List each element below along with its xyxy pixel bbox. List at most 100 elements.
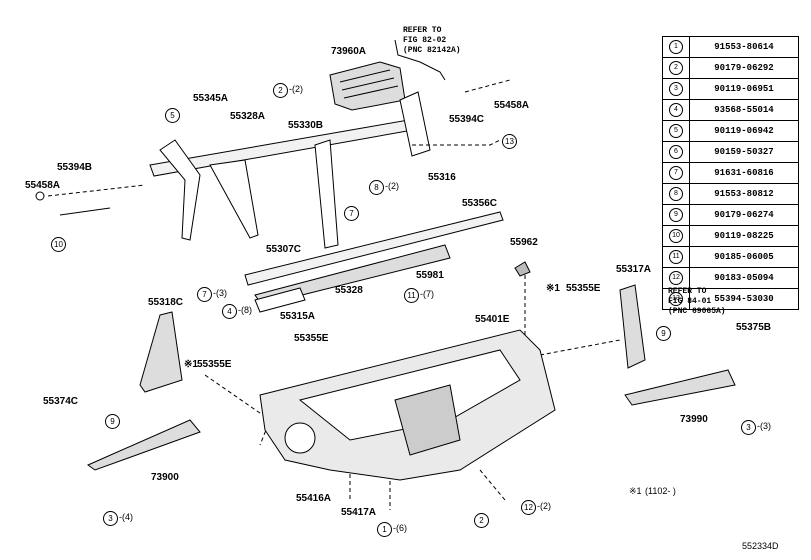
legend-number: 12 <box>669 271 683 285</box>
qty-3-right: -(3) <box>757 421 771 431</box>
part-label-55375b: 55375B <box>736 322 772 333</box>
note-mark-right: ※1 <box>546 283 560 294</box>
legend-row: 11 90185-06005 <box>662 246 799 268</box>
part-label-55328a: 55328A <box>230 111 266 122</box>
legend-number-cell: 1 <box>662 36 690 58</box>
legend-number-cell: 9 <box>662 204 690 226</box>
part-label-55458a-left: 55458A <box>25 180 61 191</box>
legend-number-cell: 13 <box>662 288 690 310</box>
legend-part-number: 90119-06951 <box>689 78 799 100</box>
part-label-55330b: 55330B <box>288 120 324 131</box>
legend-part-number: 91553-80614 <box>689 36 799 58</box>
qty-4: -(8) <box>238 305 252 315</box>
refer-fig82-line3: (PNC 82142A) <box>403 46 461 55</box>
wire-harness-shape <box>394 39 446 81</box>
note-mark-left: ※1 <box>184 359 198 370</box>
legend-number: 10 <box>669 229 683 243</box>
part-label-55328: 55328 <box>335 285 363 296</box>
legend-part-number: 90159-50327 <box>689 141 799 163</box>
callout-11: 11 <box>404 288 419 303</box>
legend-row: 13 55394-53030 <box>662 288 799 310</box>
part-label-55981: 55981 <box>416 270 444 281</box>
illustration-id: 552334D <box>742 541 779 551</box>
side-panel-right-shape <box>619 284 646 369</box>
lower-cover-right-shape <box>624 369 736 406</box>
refer-fig82-line1: REFER TO <box>403 26 442 35</box>
part-label-55401e: 55401E <box>475 314 510 325</box>
qty-12: -(2) <box>537 501 551 511</box>
callout-5-top: 5 <box>165 108 180 123</box>
legend-number: 3 <box>669 82 683 96</box>
legend-number: 11 <box>669 250 683 264</box>
legend-number: 8 <box>669 187 683 201</box>
legend-number-cell: 3 <box>662 78 690 100</box>
part-label-55307c: 55307C <box>266 244 302 255</box>
legend-number-cell: 5 <box>662 120 690 142</box>
refer-fig84-line3: (PNC 69065A) <box>668 307 726 316</box>
qty-8: -(2) <box>385 181 399 191</box>
legend-row: 3 90119-06951 <box>662 78 799 100</box>
legend-row: 7 91631-60816 <box>662 162 799 184</box>
callout-13: 13 <box>502 134 517 149</box>
part-label-55355e-right: 55355E <box>566 283 601 294</box>
legend-part-number: 91631-60816 <box>689 162 799 184</box>
callout-1-bottom: 1 <box>377 522 392 537</box>
legend-number: 9 <box>669 208 683 222</box>
instrument-panel-shape <box>259 329 556 481</box>
legend-number-cell: 4 <box>662 99 690 121</box>
legend-row: 10 90119-08225 <box>662 225 799 247</box>
qty-3-left: -(4) <box>119 512 133 522</box>
part-label-55374c: 55374C <box>43 396 79 407</box>
legend-number-cell: 10 <box>662 225 690 247</box>
part-label-55355e-left: 55355E <box>197 359 232 370</box>
legend-number: 2 <box>669 61 683 75</box>
legend-row: 4 93568-55014 <box>662 99 799 121</box>
part-label-73960a: 73960A <box>331 46 367 57</box>
legend-part-number: 90119-06942 <box>689 120 799 142</box>
callout-4: 4 <box>222 304 237 319</box>
part-label-55394b: 55394B <box>57 162 93 173</box>
panel-filler-shape <box>254 287 306 313</box>
legend-row: 2 90179-06292 <box>662 57 799 79</box>
part-label-55355e-middle: 55355E <box>294 333 329 344</box>
part-label-55315a: 55315A <box>280 311 316 322</box>
legend-part-number: 91553-80812 <box>689 183 799 205</box>
part-label-73900: 73900 <box>151 472 179 483</box>
side-panel-left-shape <box>139 311 183 393</box>
qty-11: -(7) <box>420 289 434 299</box>
legend-part-number: 93568-55014 <box>689 99 799 121</box>
footnote-mark: ※1 <box>629 486 642 496</box>
legend-number: 4 <box>669 103 683 117</box>
part-label-55394c: 55394C <box>449 114 485 125</box>
legend-part-number: 90119-08225 <box>689 225 799 247</box>
legend-number: 7 <box>669 166 683 180</box>
part-label-55416a: 55416A <box>296 493 332 504</box>
part-label-55417a: 55417A <box>341 507 377 518</box>
lower-cover-left-shape <box>86 419 201 471</box>
legend-part-number: 55394-53030 <box>689 288 799 310</box>
callout-7-upper: 7 <box>344 206 359 221</box>
part-label-73990: 73990 <box>680 414 708 425</box>
callout-2-bottom: 2 <box>474 513 489 528</box>
part-label-55318c: 55318C <box>148 297 184 308</box>
legend-number: 13 <box>669 292 683 306</box>
legend-number-cell: 11 <box>662 246 690 268</box>
legend-number-cell: 2 <box>662 57 690 79</box>
qty-2-top: -(2) <box>289 84 303 94</box>
legend-number-cell: 12 <box>662 267 690 289</box>
legend-part-number: 90179-06292 <box>689 57 799 79</box>
callout-3-left: 3 <box>103 511 118 526</box>
part-label-55962: 55962 <box>510 237 538 248</box>
callout-3-right: 3 <box>741 420 756 435</box>
part-label-55317a: 55317A <box>616 264 652 275</box>
legend-part-number: 90185-06005 <box>689 246 799 268</box>
nut-left-shape <box>35 191 45 201</box>
legend-number-cell: 6 <box>662 141 690 163</box>
footnote-text: (1102- ) <box>645 486 676 496</box>
callout-9-right: 9 <box>656 326 671 341</box>
